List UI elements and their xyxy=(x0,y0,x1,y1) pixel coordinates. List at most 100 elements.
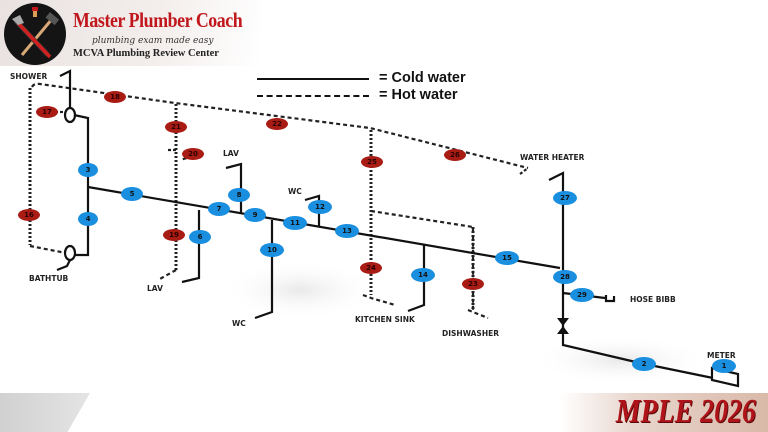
svg-text:24: 24 xyxy=(366,264,376,272)
svg-text:28: 28 xyxy=(560,273,570,281)
svg-text:13: 13 xyxy=(342,227,352,235)
svg-text:21: 21 xyxy=(171,123,181,131)
cold-badge-15[interactable]: 15 xyxy=(495,251,519,265)
cold-badge-5[interactable]: 5 xyxy=(121,187,143,201)
hot-line-sample xyxy=(257,95,369,97)
svg-text:3: 3 xyxy=(86,166,91,174)
hose-bibb-fixture xyxy=(604,295,616,303)
cold-badge-1[interactable]: 1 xyxy=(712,359,736,373)
cold-badge-12[interactable]: 12 xyxy=(308,200,332,214)
exam-title: MPLE 2026 xyxy=(615,393,756,430)
hot-main-run xyxy=(31,82,529,170)
shower-head xyxy=(59,69,72,112)
cold-badge-9[interactable]: 9 xyxy=(244,208,266,222)
svg-text:4: 4 xyxy=(86,215,91,223)
cold-badge-29[interactable]: 29 xyxy=(570,288,594,302)
cold-badge-13[interactable]: 13 xyxy=(335,224,359,238)
hot-branch-dishwasher-run xyxy=(370,209,475,310)
cold-service-line xyxy=(548,171,714,380)
shadow xyxy=(530,335,710,385)
svg-text:10: 10 xyxy=(267,246,277,254)
cold-branch-kitchen xyxy=(407,244,426,313)
svg-text:27: 27 xyxy=(560,194,570,202)
gate-valve-icon xyxy=(557,318,569,334)
hot-branch-bathtub xyxy=(29,244,67,255)
cold-badge-6[interactable]: 6 xyxy=(189,230,211,244)
shadow xyxy=(220,260,380,320)
bathtub-spout xyxy=(56,259,71,272)
cold-badge-14[interactable]: 14 xyxy=(411,268,435,282)
cold-badge-3[interactable]: 3 xyxy=(78,163,98,177)
hot-badge-26[interactable]: 26 xyxy=(444,149,466,161)
svg-text:5: 5 xyxy=(130,190,135,198)
svg-text:23: 23 xyxy=(468,280,478,288)
svg-text:29: 29 xyxy=(577,291,587,299)
cold-branch-wc-upper xyxy=(304,194,321,227)
brand-tagline: plumbing exam made easy xyxy=(92,36,214,46)
svg-text:15: 15 xyxy=(502,254,512,262)
legend-cold-label: = Cold water xyxy=(379,70,466,86)
svg-text:14: 14 xyxy=(418,271,428,279)
hot-badge-18[interactable]: 18 xyxy=(104,91,126,103)
svg-text:8: 8 xyxy=(237,191,242,199)
hot-badge-16[interactable]: 16 xyxy=(18,209,40,221)
svg-text:16: 16 xyxy=(24,211,34,219)
svg-text:25: 25 xyxy=(367,158,377,166)
hot-badge-19[interactable]: 19 xyxy=(163,229,185,241)
cold-badge-11[interactable]: 11 xyxy=(283,216,307,230)
hot-badge-23[interactable]: 23 xyxy=(462,278,484,290)
brand-subtitle: MCVA Plumbing Review Center xyxy=(73,48,219,59)
label-kitchen-sink: KITCHEN SINK xyxy=(355,315,416,324)
wrench-hammer-icon xyxy=(12,7,60,59)
svg-text:9: 9 xyxy=(253,211,258,219)
bathtub-valve xyxy=(63,244,77,262)
label-water-heater: WATER HEATER xyxy=(520,153,585,162)
hot-badge-25[interactable]: 25 xyxy=(361,156,383,168)
fixture-labels: SHOWER BATHTUB LAV LAV WC WC KITCHEN SIN… xyxy=(10,72,736,360)
label-bathtub: BATHTUB xyxy=(29,274,69,283)
brand-title: Master Plumber Coach xyxy=(73,8,243,32)
cold-main-branch xyxy=(87,185,561,270)
legend-cold: = Cold water xyxy=(255,70,515,87)
label-hose-bibb: HOSE BIBB xyxy=(630,295,676,304)
cold-badge-4[interactable]: 4 xyxy=(78,212,98,226)
svg-text:1: 1 xyxy=(722,362,727,370)
label-dishwasher: DISHWASHER xyxy=(442,329,499,338)
hot-branch-lav-lower xyxy=(157,269,177,281)
cold-badge-8[interactable]: 8 xyxy=(228,188,250,202)
svg-text:11: 11 xyxy=(290,219,300,227)
hot-branch-kitchen xyxy=(362,293,396,307)
hot-badge-20[interactable]: 20 xyxy=(182,148,204,160)
legend-hot: = Hot water xyxy=(255,87,515,104)
hot-badge-17[interactable]: 17 xyxy=(36,106,58,118)
cold-badge-10[interactable]: 10 xyxy=(260,243,284,257)
svg-text:6: 6 xyxy=(198,233,203,241)
cold-badge-27[interactable]: 27 xyxy=(553,191,577,205)
label-lav-lower: LAV xyxy=(147,284,163,293)
legend: = Cold water = Hot water xyxy=(255,70,515,104)
svg-text:19: 19 xyxy=(169,231,179,239)
hot-badge-24[interactable]: 24 xyxy=(360,262,382,274)
hot-badge-21[interactable]: 21 xyxy=(165,121,187,133)
svg-text:2: 2 xyxy=(642,360,647,368)
cold-badge-7[interactable]: 7 xyxy=(208,202,230,216)
svg-text:22: 22 xyxy=(272,120,282,128)
cold-badge-2[interactable]: 2 xyxy=(632,357,656,371)
svg-text:12: 12 xyxy=(315,203,325,211)
label-wc-lower: WC xyxy=(232,319,246,328)
hot-wh-connect xyxy=(519,167,529,175)
label-lav-upper: LAV xyxy=(223,149,239,158)
svg-text:17: 17 xyxy=(42,108,52,116)
cold-line-sample xyxy=(257,78,369,80)
cold-branch-lav-lower xyxy=(181,210,201,284)
cold-riser-shower-bathtub xyxy=(73,113,90,257)
label-wc-upper: WC xyxy=(288,187,302,196)
footer-band xyxy=(560,393,768,432)
svg-text:20: 20 xyxy=(188,150,198,158)
label-meter: METER xyxy=(707,351,736,360)
hot-badge-22[interactable]: 22 xyxy=(266,118,288,130)
cold-badges: 3 4 5 6 7 8 9 10 11 12 13 14 15 27 28 29… xyxy=(78,163,736,373)
cold-badge-28[interactable]: 28 xyxy=(553,270,577,284)
logo xyxy=(4,3,66,65)
